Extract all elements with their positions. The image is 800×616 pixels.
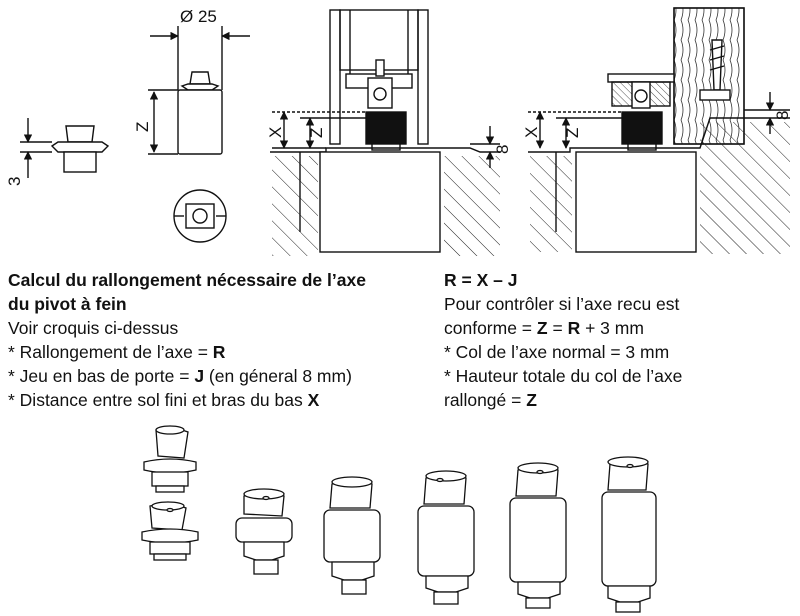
pivot-pin-6 xyxy=(509,462,567,609)
left-title-line-1: Calcul du rallongement nécessaire de l’a… xyxy=(8,270,366,290)
pivot-pin-7 xyxy=(601,456,657,613)
right-formula: R = X – J xyxy=(444,270,518,290)
dim-z-label-1: Z xyxy=(307,128,326,138)
pivot-pin-4 xyxy=(323,476,381,595)
pivot-pin-2 xyxy=(141,501,199,561)
long-pivot-drawing xyxy=(148,26,250,243)
left-line-6: * Distance entre sol fini et bras du bas… xyxy=(8,388,366,412)
dim-8-label-1: 8 xyxy=(493,145,512,154)
dim-z-label-long: Z xyxy=(133,122,152,132)
left-line-4: * Rallongement de l’axe = R xyxy=(8,340,366,364)
pivot-pins-row xyxy=(141,425,657,613)
dim-x-label-1: X xyxy=(266,127,285,138)
left-title-line-2: du pivot à fein xyxy=(8,294,127,314)
left-line-6-text: * Distance entre sol fini et bras du bas xyxy=(8,390,308,410)
right-line-3-r: R xyxy=(567,318,581,338)
right-line-3-pre: conforme = xyxy=(444,318,537,338)
dim-3-label: 3 xyxy=(5,177,24,186)
right-line-6-var: Z xyxy=(526,390,537,410)
right-line-3-post: + 3 mm xyxy=(580,318,644,338)
left-line-5: * Jeu en bas de porte = J (en géneral 8 … xyxy=(8,364,366,388)
dim-8-label-2: 8 xyxy=(773,111,792,120)
dim-z-label-2: Z xyxy=(563,128,582,138)
diameter-label: Ø 25 xyxy=(180,7,217,26)
right-line-3: conforme = Z = R + 3 mm xyxy=(444,316,682,340)
right-line-2: Pour contrôler si l’axe recu est xyxy=(444,294,680,314)
left-line-3: Voir croquis ci-dessus xyxy=(8,318,179,338)
left-line-5-var: J xyxy=(194,366,205,386)
right-line-3-mid: = xyxy=(547,318,568,338)
left-line-5-text: * Jeu en bas de porte = xyxy=(8,366,195,386)
dim-x-label-2: X xyxy=(522,127,541,138)
right-line-6-pre: rallongé = xyxy=(444,390,527,410)
left-line-5-post: (en géneral 8 mm) xyxy=(204,366,352,386)
pivot-pin-1 xyxy=(143,425,197,493)
right-text-block: R = X – J Pour contrôler si l’axe recu e… xyxy=(444,268,682,412)
installation-drawing-2 xyxy=(528,7,790,254)
left-line-6-var: X xyxy=(307,390,320,410)
right-line-5: * Hauteur totale du col de l’axe xyxy=(444,366,683,386)
right-line-3-z: Z xyxy=(536,318,548,338)
left-text-block: Calcul du rallongement nécessaire de l’a… xyxy=(8,268,366,412)
right-line-4: * Col de l’axe normal = 3 mm xyxy=(444,342,670,362)
left-line-4-text: * Rallongement de l’axe = xyxy=(8,342,213,362)
pivot-pin-3 xyxy=(235,488,293,575)
small-pivot-drawing xyxy=(20,118,110,178)
installation-drawing-1 xyxy=(270,9,500,256)
right-line-6: rallongé = Z xyxy=(444,388,682,412)
pivot-pin-5 xyxy=(417,470,475,605)
left-line-4-var: R xyxy=(212,342,226,362)
